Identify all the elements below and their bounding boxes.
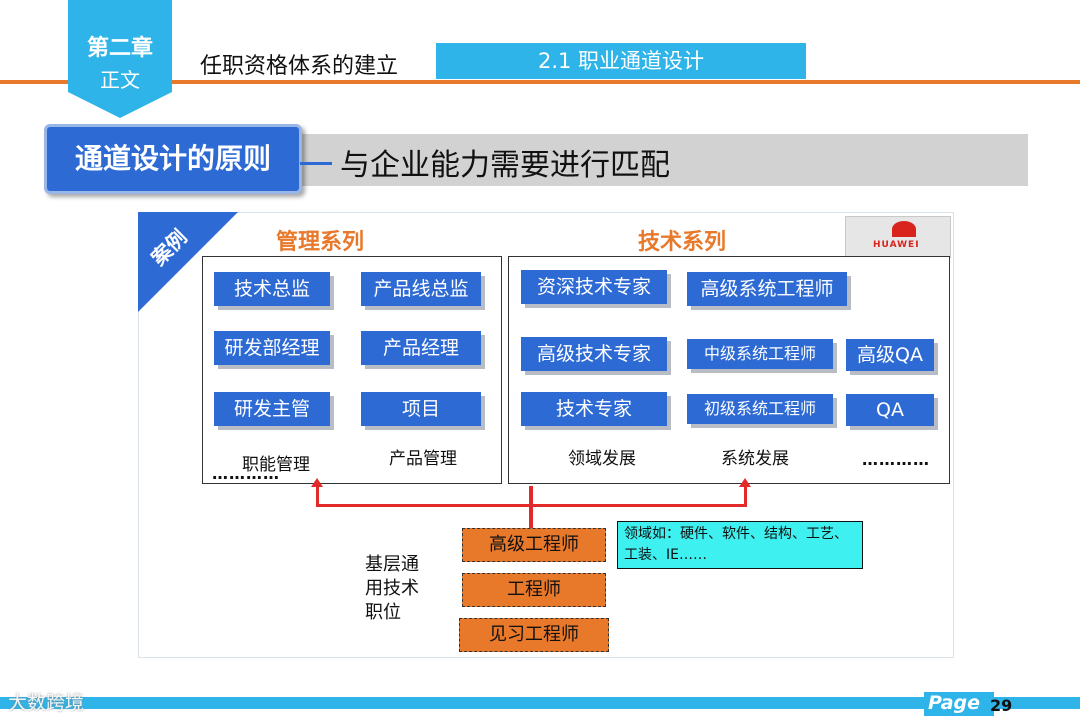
position-box: 高级技术专家 xyxy=(521,337,667,371)
position-box: 高级QA xyxy=(846,339,934,371)
page-number: 29 xyxy=(990,696,1013,715)
principle-label: 通道设计的原则 xyxy=(44,124,302,194)
base-position-box: 工程师 xyxy=(462,573,606,607)
chapter-sub-label: 正文 xyxy=(100,68,140,92)
footer-page-tab xyxy=(924,692,994,716)
position-box: 产品线总监 xyxy=(361,272,481,306)
arrow-up-icon xyxy=(311,478,323,487)
principle-dash xyxy=(300,162,332,165)
section-title: 任职资格体系的建立 xyxy=(200,54,399,79)
caption-product-management: 产品管理 xyxy=(389,449,457,469)
technical-ellipsis: ………… xyxy=(862,450,930,469)
management-ellipsis: ………… xyxy=(212,464,280,483)
base-positions-label: 基层通用技术职位 xyxy=(365,554,419,623)
position-box: 产品经理 xyxy=(361,331,481,365)
position-box: 技术总监 xyxy=(214,272,330,306)
position-box: 资深技术专家 xyxy=(521,270,667,304)
position-box: 高级系统工程师 xyxy=(687,272,847,306)
logo-petal-icon xyxy=(892,221,916,237)
arrow-up-icon xyxy=(739,478,751,487)
principle-bar xyxy=(290,134,1028,186)
arrow-right-stem xyxy=(744,486,747,506)
base-position-box: 高级工程师 xyxy=(462,528,606,562)
footer-bar xyxy=(0,697,1080,709)
arrow-stem xyxy=(529,486,533,528)
caption-domain-development: 领域发展 xyxy=(568,449,636,469)
position-box: 技术专家 xyxy=(521,392,667,426)
caption-functional-management: 职能管理 xyxy=(242,455,310,475)
arrow-left-stem xyxy=(316,486,319,506)
chapter-label: 第二章 xyxy=(86,36,153,61)
chapter-tab xyxy=(68,0,172,118)
domain-note: 领域如：硬件、软件、结构、工艺、工装、IE…… xyxy=(617,521,863,569)
position-box: 研发主管 xyxy=(214,392,330,426)
position-box: 项目 xyxy=(361,392,481,426)
position-box: 中级系统工程师 xyxy=(687,339,833,369)
caption-system-development: 系统发展 xyxy=(721,449,789,469)
position-box: 初级系统工程师 xyxy=(687,394,833,424)
position-box: QA xyxy=(846,394,934,426)
section-tag: 2.1 职业通道设计 xyxy=(436,43,806,79)
management-series-title: 管理系列 xyxy=(276,230,365,255)
arrow-crossbar xyxy=(316,504,747,507)
logo-text: HUAWEI xyxy=(873,240,920,250)
base-position-box: 见习工程师 xyxy=(459,618,609,652)
header-divider xyxy=(0,80,1080,84)
position-box: 研发部经理 xyxy=(214,331,330,365)
technical-series-title: 技术系列 xyxy=(638,230,727,255)
principle-text: 与企业能力需要进行匹配 xyxy=(340,148,670,183)
watermark: 大数跨境 xyxy=(8,692,85,714)
footer-page-label: Page xyxy=(928,692,981,714)
